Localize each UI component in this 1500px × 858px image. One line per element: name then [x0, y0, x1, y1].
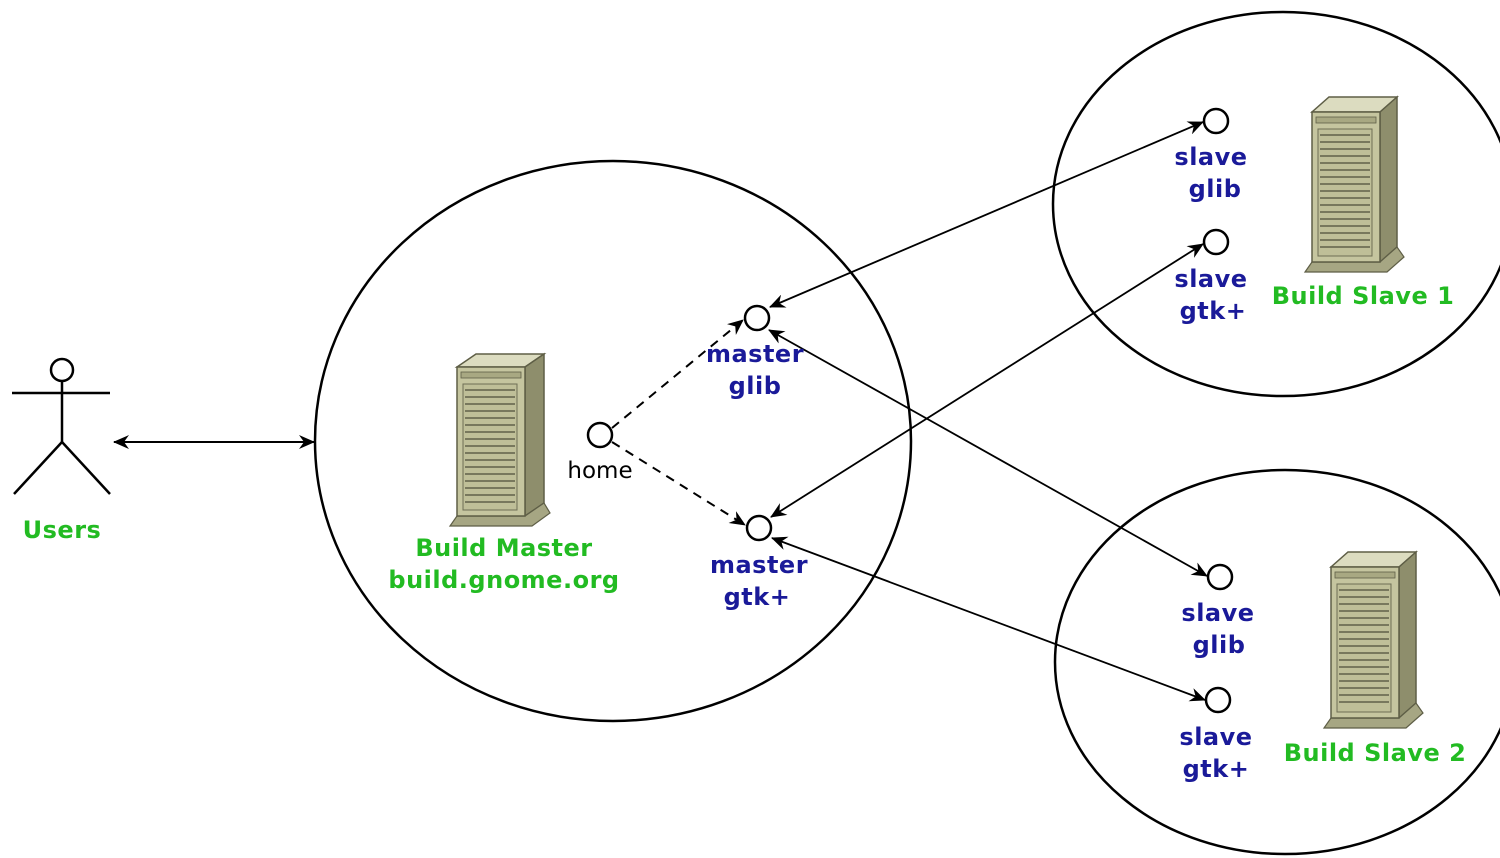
slave2-gtk-label-line1: slave: [1179, 723, 1252, 751]
build-slave-1-boundary: [1051, 10, 1500, 398]
master-gtk-port-icon: [745, 514, 773, 542]
server-tower-icon: [1322, 550, 1424, 729]
slave2-gtk-label-line2: gtk+: [1183, 755, 1250, 783]
slave1-gtk-port-icon: [1202, 228, 1230, 256]
master-gtk-label-line1: master: [710, 551, 808, 579]
server-tower-icon: [448, 352, 551, 527]
slave1-glib-label-line2: glib: [1189, 175, 1242, 203]
home-label: home: [567, 458, 632, 484]
master-gtk-to-slave1-gtk-link: [770, 243, 1204, 518]
master-glib-port-icon: [743, 304, 771, 332]
slave2-glib-port-icon: [1206, 563, 1234, 591]
users-label: Users: [23, 516, 102, 544]
master-glib-to-slave2-glib-link: [768, 329, 1208, 577]
slave2-glib-label-line1: slave: [1181, 599, 1254, 627]
home-port-icon: [586, 421, 614, 449]
slave2-glib-label-line2: glib: [1193, 631, 1246, 659]
master-gtk-to-slave2-gtk-link: [771, 536, 1206, 702]
slave1-gtk-label-line1: slave: [1174, 265, 1247, 293]
slave2-gtk-port-icon: [1204, 686, 1232, 714]
build-master-boundary: [313, 159, 913, 723]
slave1-glib-port-icon: [1202, 107, 1230, 135]
home-to-master-glib-link: [611, 319, 744, 429]
build-slave-2-label: Build Slave 2: [1284, 739, 1467, 767]
build-master-host-label: build.gnome.org: [388, 566, 619, 594]
server-tower-icon: [1303, 95, 1405, 273]
stick-figure-icon: [12, 357, 111, 495]
slave1-glib-label-line1: slave: [1174, 143, 1247, 171]
master-glib-label-line2: glib: [729, 372, 782, 400]
master-glib-label-line1: master: [706, 340, 804, 368]
master-glib-to-slave1-glib-link: [769, 121, 1204, 308]
slave1-gtk-label-line2: gtk+: [1180, 297, 1247, 325]
build-slave-1-label: Build Slave 1: [1272, 282, 1455, 310]
home-to-master-gtk-link: [611, 441, 746, 526]
build-master-label: Build Master: [415, 534, 592, 562]
master-gtk-label-line2: gtk+: [724, 583, 791, 611]
